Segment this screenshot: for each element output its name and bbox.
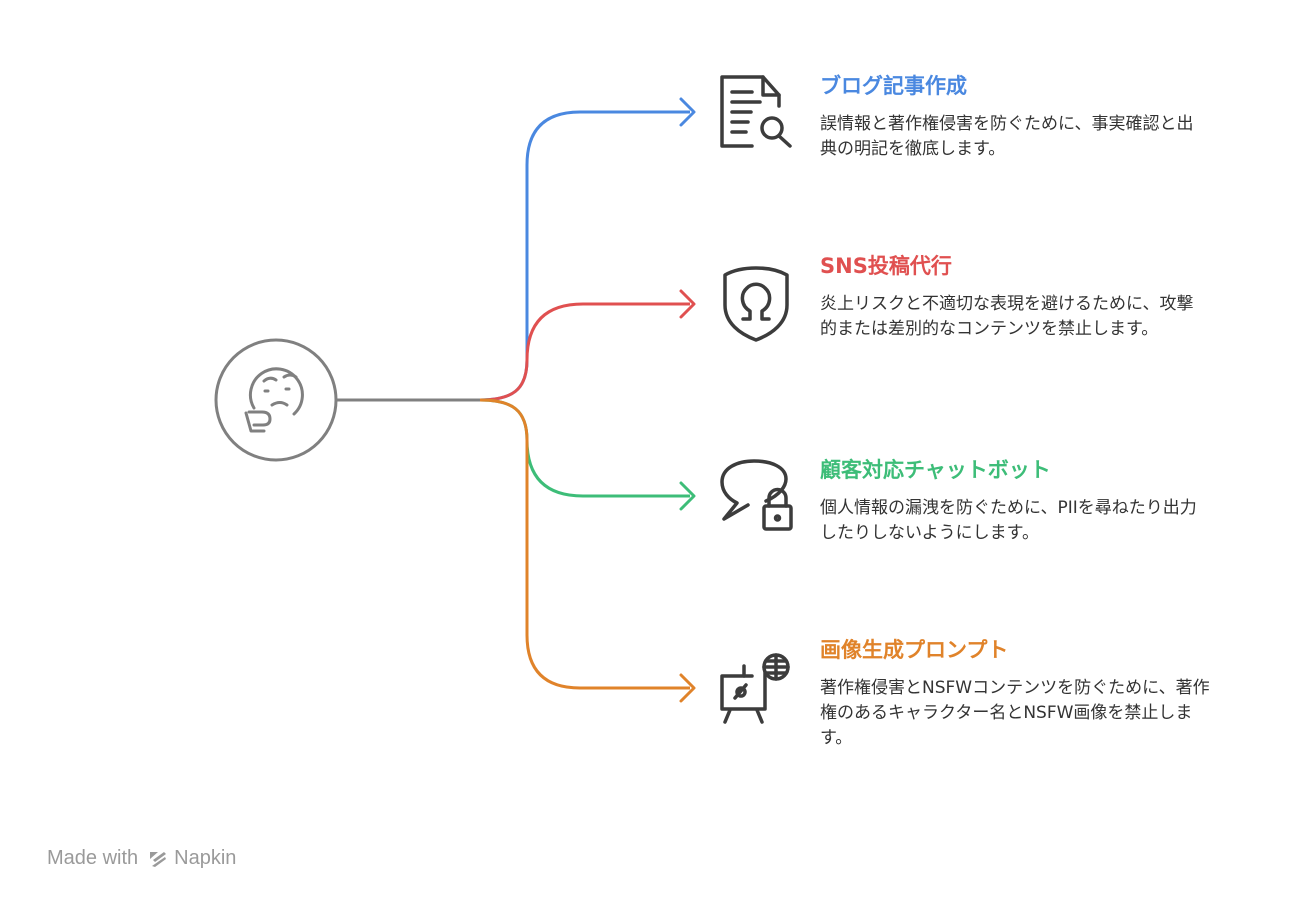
document-search-icon [720, 75, 792, 148]
branch-curve-image [479, 398, 690, 690]
hub-node [214, 338, 338, 462]
chat-lock-icon [720, 459, 793, 531]
branch-item-sns: SNS投稿代行 炎上リスクと不適切な表現を避けるために、攻撃的または差別的なコン… [820, 252, 1210, 342]
branch-arrow-blog [679, 97, 696, 127]
branch-curve-blog [479, 110, 690, 402]
branch-title-image: 画像生成プロンプト [820, 638, 1009, 662]
branch-description-sns: 炎上リスクと不適切な表現を避けるために、攻撃的または差別的なコンテンツを禁止しま… [820, 294, 1194, 339]
napkin-logo-icon [150, 851, 167, 867]
branch-item-blog: ブログ記事作成 誤情報と著作権侵害を防ぐために、事実確認と出典の明記を徹底します… [820, 72, 1210, 162]
branch-title-chatbot: 顧客対応チャットボット [820, 458, 1051, 482]
shield-omega-icon [723, 266, 789, 342]
branch-description-image: 著作権侵害とNSFWコンテンツを防ぐために、著作権のあるキャラクター名とNSFW… [820, 678, 1210, 748]
branch-arrow-sns [679, 289, 696, 319]
branch-title-sns: SNS投稿代行 [820, 254, 952, 278]
made-with-label: Made with [47, 847, 139, 869]
branch-description-chatbot: 個人情報の漏洩を防ぐために、PIIを尋ねたり出力したりしないようにします。 [820, 498, 1197, 543]
branch-curve-chatbot [479, 398, 690, 498]
thinking-face-icon [244, 367, 304, 433]
branch-curve-sns [479, 302, 690, 402]
easel-grid-icon [720, 653, 790, 724]
napkin-brand-label: Napkin [174, 847, 237, 869]
branch-arrow-chatbot [679, 481, 696, 511]
branch-arrow-image [679, 673, 696, 703]
branch-title-blog: ブログ記事作成 [820, 74, 967, 98]
made-with-footer[interactable]: Made with Napkin [47, 847, 236, 870]
branch-item-image: 画像生成プロンプト 著作権侵害とNSFWコンテンツを防ぐために、著作権のあるキャ… [820, 636, 1210, 751]
branch-description-blog: 誤情報と著作権侵害を防ぐために、事実確認と出典の明記を徹底します。 [820, 114, 1194, 159]
branch-item-chatbot: 顧客対応チャットボット 個人情報の漏洩を防ぐために、PIIを尋ねたり出力したりし… [820, 456, 1210, 546]
